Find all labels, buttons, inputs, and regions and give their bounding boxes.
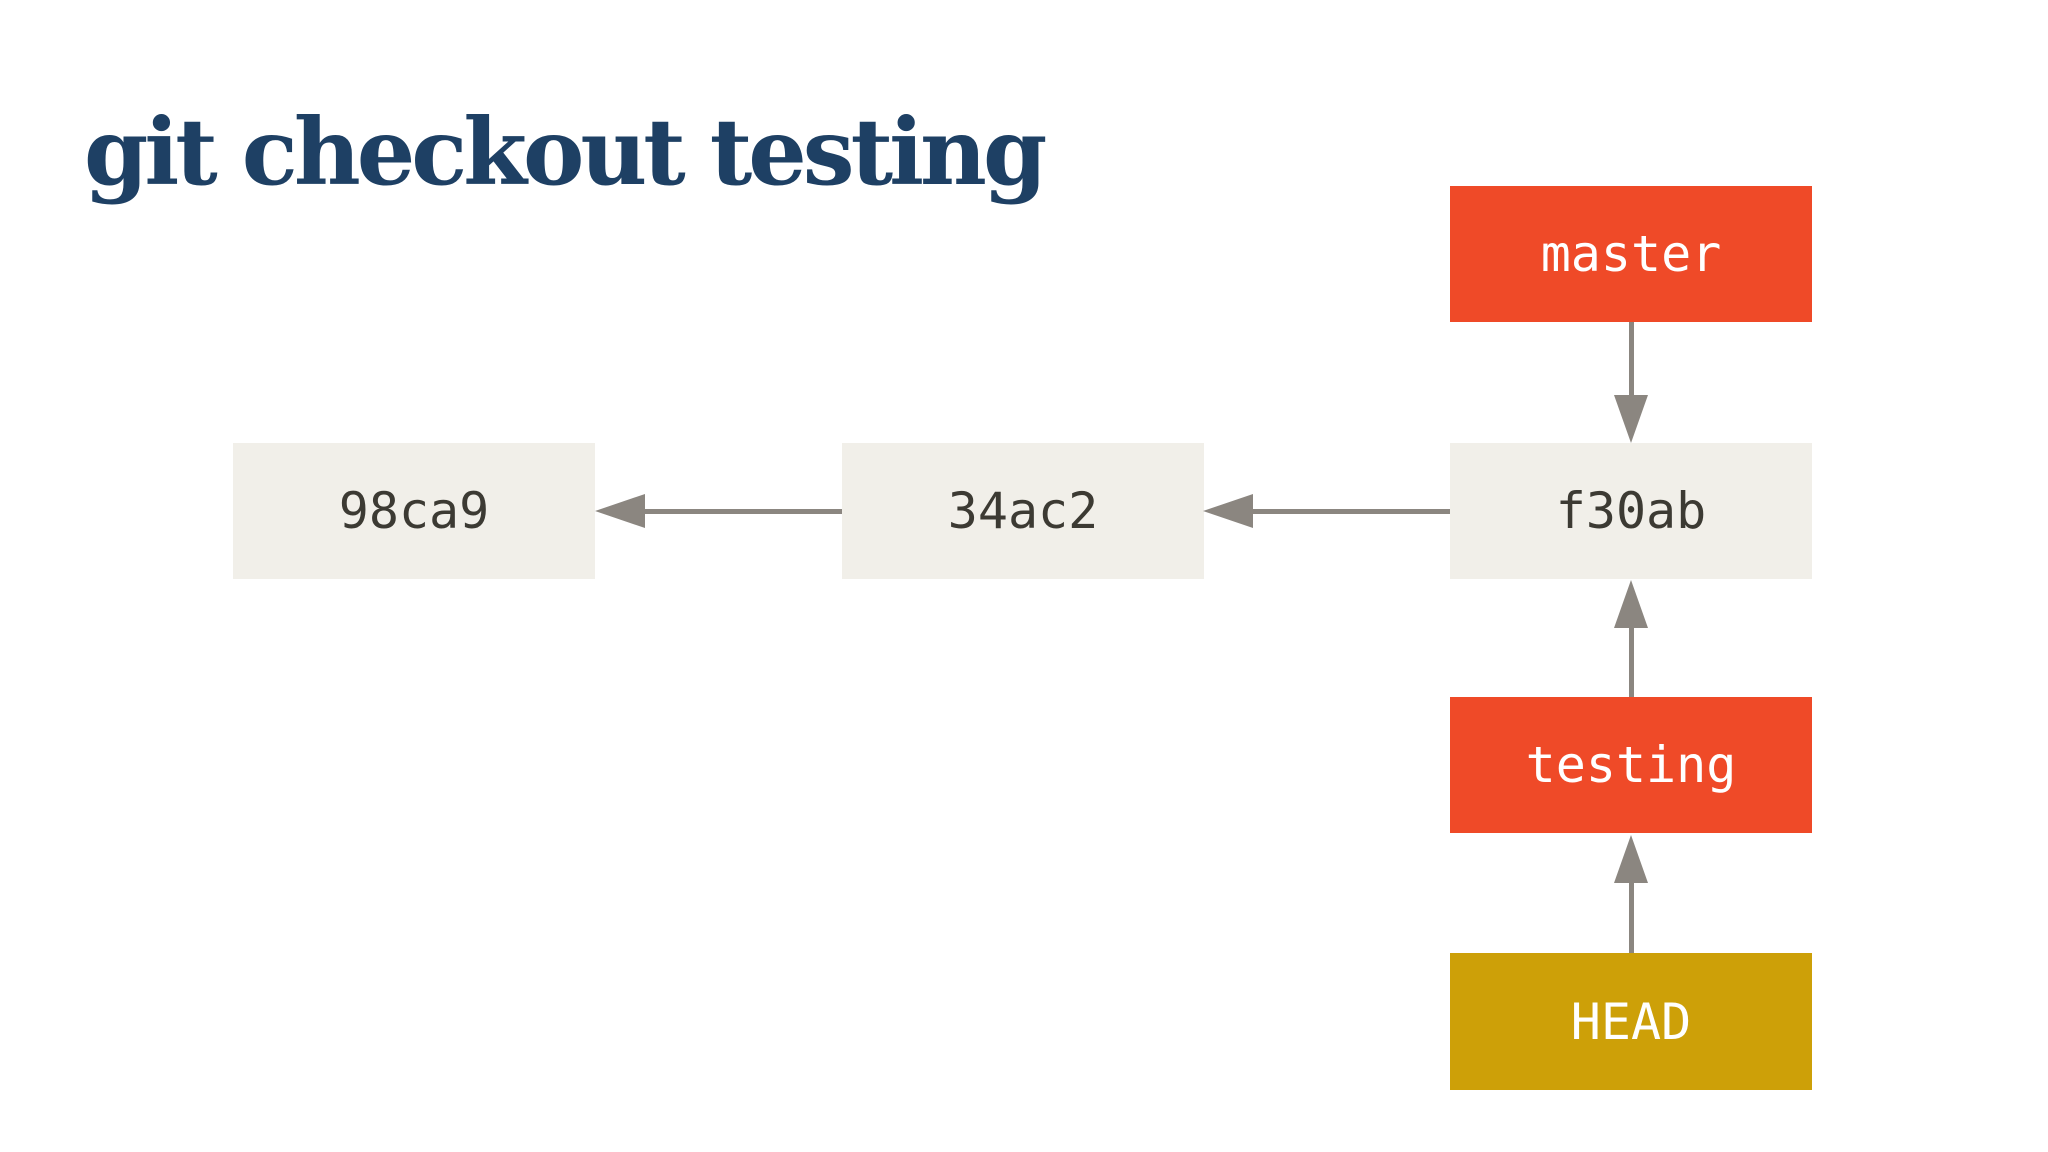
arrow-line <box>1253 509 1450 514</box>
commit-id-label: f30ab <box>1555 482 1707 540</box>
branch-label: testing <box>1525 736 1737 794</box>
head-box: HEAD <box>1450 953 1812 1090</box>
branch-label: master <box>1540 225 1722 283</box>
head-label: HEAD <box>1570 992 1692 1051</box>
commit-box-98ca9: 98ca9 <box>233 443 595 579</box>
arrowhead-up-icon <box>1614 580 1648 628</box>
branch-box-testing: testing <box>1450 697 1812 833</box>
arrow-line <box>1629 881 1634 953</box>
arrow-line <box>1629 626 1634 697</box>
page-title: git checkout testing <box>84 98 1047 206</box>
arrowhead-up-icon <box>1614 835 1648 883</box>
arrowhead-down-icon <box>1614 395 1648 443</box>
branch-box-master: master <box>1450 186 1812 322</box>
arrow-line <box>1629 322 1634 397</box>
arrow-line <box>645 509 842 514</box>
commit-box-f30ab: f30ab <box>1450 443 1812 579</box>
arrowhead-left-icon <box>1203 494 1253 528</box>
commit-id-label: 34ac2 <box>947 482 1099 540</box>
commit-box-34ac2: 34ac2 <box>842 443 1204 579</box>
commit-id-label: 98ca9 <box>338 482 490 540</box>
arrowhead-left-icon <box>595 494 645 528</box>
